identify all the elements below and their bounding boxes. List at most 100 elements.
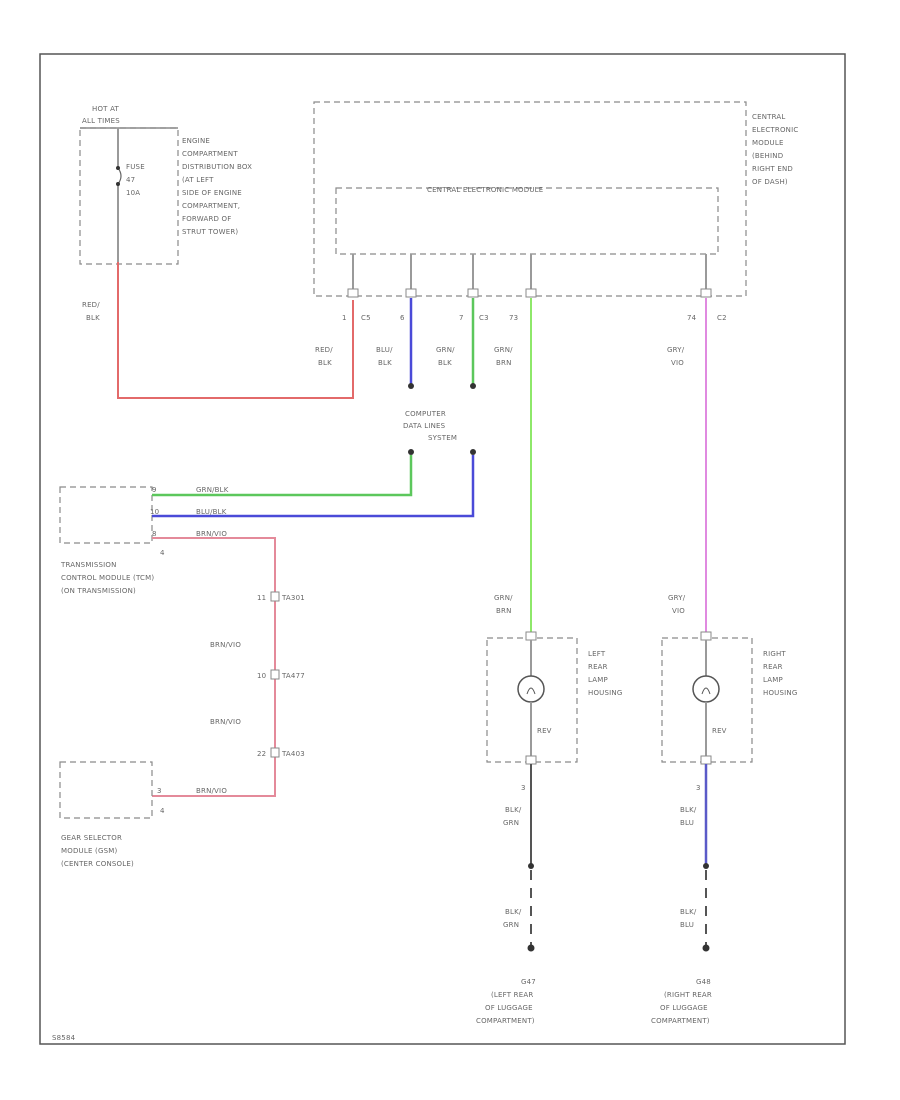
cem-pin-6-connector: [405, 288, 417, 298]
left-ground-1: (LEFT REAR: [491, 991, 533, 999]
cem-pin-1-wire-2: BLK: [318, 359, 332, 367]
right-lamp-pin: 3: [696, 784, 701, 792]
grn-blk-terminal: [470, 383, 476, 389]
right-lamp-connector-top: [700, 631, 712, 641]
diagram-footer-code: S8584: [52, 1034, 76, 1042]
tcm-wire-1: GRN/BLK: [196, 486, 229, 494]
cem-desc-5: OF DASH): [752, 178, 788, 186]
tcm-pin-3: 8: [152, 530, 157, 538]
tcm-pin-4: 4: [160, 549, 165, 557]
cem-pin-1-conn: C5: [361, 314, 371, 322]
left-lamp-wire-top-1: GRN/: [494, 594, 513, 602]
fuse-box-desc-1: COMPARTMENT: [182, 150, 238, 158]
data-link-terminal-right: [470, 449, 476, 455]
right-ground-1: (RIGHT REAR: [664, 991, 712, 999]
right-lamp-splice: [703, 863, 709, 869]
cem-desc-3: (BEHIND: [752, 152, 783, 160]
tcm-desc-2: (ON TRANSMISSION): [61, 587, 136, 595]
gsm-pin-2: 4: [160, 807, 165, 815]
left-lamp-wire-gnd-2: GRN: [503, 921, 519, 929]
right-lamp-desc-0: RIGHT: [763, 650, 786, 658]
left-lamp-wire-gnd-1: BLK/: [505, 908, 522, 916]
blu-blk-wire-tcm: [152, 455, 475, 518]
left-ground-3: COMPARTMENT): [476, 1017, 535, 1025]
left-reverse-bulb-icon: [517, 675, 545, 703]
cem-pin-73-wire-2: BRN: [496, 359, 512, 367]
cem-desc-2: MODULE: [752, 139, 784, 147]
right-lamp-wire-bot-2: BLU: [680, 819, 694, 827]
right-ground-3: COMPARTMENT): [651, 1017, 710, 1025]
left-lamp-connector-bottom: [525, 755, 537, 765]
cem-pin-74-wire-2: VIO: [671, 359, 684, 367]
right-lamp-desc-1: REAR: [763, 663, 783, 671]
left-lamp-bulb: REV: [537, 727, 552, 735]
right-ground-0: G48: [696, 978, 711, 986]
tcm-desc-0: TRANSMISSION: [60, 561, 117, 569]
left-ground-icon: [527, 944, 535, 952]
cem-pin-6-num: 6: [400, 314, 405, 322]
right-lamp-connector-bottom: [700, 755, 712, 765]
cem-pin-6-wire-1: BLU/: [376, 346, 393, 354]
right-lamp-bulb: REV: [712, 727, 727, 735]
data-link-line1: COMPUTER: [405, 410, 446, 418]
brn-vio-label-1: BRN/VIO: [210, 641, 241, 649]
inline-ta477-conn: TA477: [281, 672, 305, 680]
cem-pin-7-num: 7: [459, 314, 464, 322]
cem-inner-title: CENTRAL ELECTRONIC MODULE: [427, 186, 543, 194]
fuse-box: HOT AT ALL TIMES FUSE 47 10A ENGINE COMP…: [79, 105, 252, 265]
data-link-terminal-left: [408, 449, 414, 455]
cem-pin-74-conn: C2: [717, 314, 727, 322]
inline-connector-ta477: [270, 669, 280, 680]
left-lamp-wire-top-2: BRN: [496, 607, 512, 615]
gsm-pin-1: 3: [157, 787, 162, 795]
right-lamp-desc-2: LAMP: [763, 676, 783, 684]
tcm-pin-1: 9: [152, 486, 157, 494]
fuse-label-1: FUSE: [126, 163, 145, 171]
right-lamp-wire-bot-1: BLK/: [680, 806, 697, 814]
grn-blk-wire-tcm: [152, 455, 413, 497]
fuse-box-desc-3: (AT LEFT: [182, 176, 214, 184]
left-lamp-wire-bot-2: GRN: [503, 819, 519, 827]
fuse-hot-line2: ALL TIMES: [82, 117, 120, 125]
cem-pin-1-num: 1: [342, 314, 347, 322]
central-electronic-module: CENTRAL ELECTRONIC MODULE CENTRAL ELECTR…: [313, 101, 798, 298]
left-lamp-splice: [528, 863, 534, 869]
cem-pin-73-connector: [525, 288, 537, 298]
fuse-box-desc-2: DISTRIBUTION BOX: [182, 163, 252, 171]
cem-pin-73-wire-1: GRN/: [494, 346, 513, 354]
fuse-wire-label-2: BLK: [86, 314, 100, 322]
red-blk-wire: [117, 262, 354, 399]
left-lamp-pin: 3: [521, 784, 526, 792]
fuse-box-desc-5: COMPARTMENT,: [182, 202, 240, 210]
tcm-wire-3: BRN/VIO: [196, 530, 227, 538]
cem-desc-4: RIGHT END: [752, 165, 793, 173]
fuse-wire-label-1: RED/: [82, 301, 100, 309]
fuse-box-desc-4: SIDE OF ENGINE: [182, 189, 242, 197]
gsm-desc-2: (CENTER CONSOLE): [61, 860, 134, 868]
inline-ta477-pin: 10: [257, 672, 266, 680]
fuse-terminal-bottom: [116, 182, 120, 186]
fuse-terminal-top: [116, 166, 120, 170]
inline-connector-ta301: [270, 591, 280, 602]
tcm-pin-2: 10: [150, 508, 159, 516]
fuse-label-2: 47: [126, 176, 135, 184]
data-link-line3: SYSTEM: [428, 434, 457, 442]
gsm-desc-0: GEAR SELECTOR: [61, 834, 122, 842]
right-lamp-desc-3: HOUSING: [763, 689, 797, 697]
tcm-desc-1: CONTROL MODULE (TCM): [61, 574, 154, 582]
right-lamp-wire-gnd-2: BLU: [680, 921, 694, 929]
gsm-wire: BRN/VIO: [196, 787, 227, 795]
brn-vio-wire: [152, 537, 276, 797]
tcm-wire-2: BLU/BLK: [196, 508, 227, 516]
left-lamp-desc-2: LAMP: [588, 676, 608, 684]
cem-pin-7-wire-2: BLK: [438, 359, 452, 367]
inline-connector-ta403: [270, 747, 280, 758]
inline-ta403-pin: 22: [257, 750, 266, 758]
right-reverse-bulb-icon: [692, 675, 720, 703]
fuse-box-desc-6: FORWARD OF: [182, 215, 231, 223]
diagram-frame: [39, 53, 846, 1045]
cem-desc-0: CENTRAL: [752, 113, 786, 121]
right-lamp-wire-gnd-1: BLK/: [680, 908, 697, 916]
right-rear-lamp-housing: REV RIGHT REAR LAMP HOUSING: [661, 631, 797, 765]
